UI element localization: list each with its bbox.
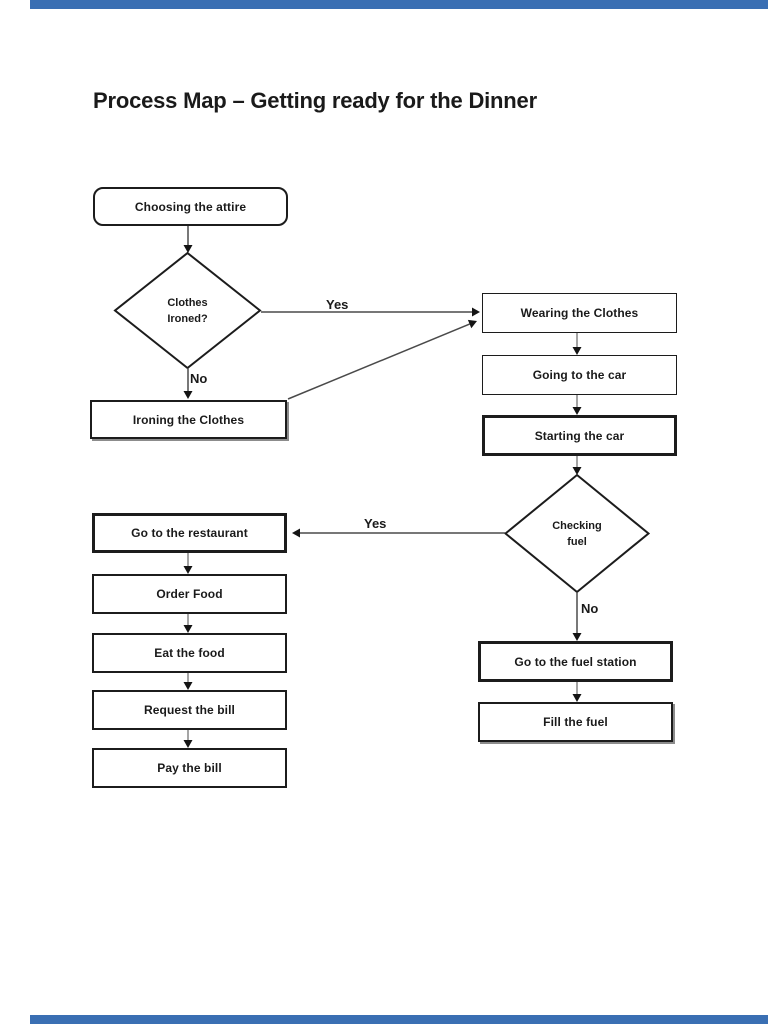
node-label: Request the bill <box>144 703 235 717</box>
edge-label-ironed-yes: Yes <box>326 297 349 312</box>
edge-going-to-starting-arrowhead <box>572 407 582 415</box>
edge-fuel-yes-arrowhead <box>292 528 300 538</box>
page-title: Process Map – Getting ready for the Dinn… <box>93 88 537 113</box>
node-wearing-the-clothes: Wearing the Clothes <box>482 293 677 333</box>
node-label: Order Food <box>156 587 223 601</box>
edge-label-fuel-no: No <box>581 601 599 616</box>
node-label: Go to the fuel station <box>514 654 637 669</box>
edge-choosing-to-ironed-arrowhead <box>183 245 193 253</box>
node-request-the-bill: Request the bill <box>92 690 287 730</box>
node-go-to-the-restaurant: Go to the restaurant <box>92 513 287 553</box>
edge-wearing-to-going-arrowhead <box>572 347 582 355</box>
node-label: Eat the food <box>154 646 225 660</box>
node-label: Choosing the attire <box>134 199 247 214</box>
node-label: Starting the car <box>534 428 625 443</box>
node-fill-the-fuel: Fill the fuel <box>478 702 673 742</box>
node-checking-fuel-label: Checking fuel <box>520 517 634 551</box>
node-label: Going to the car <box>532 368 627 382</box>
node-label: Ironing the Clothes <box>132 412 245 427</box>
edge-starting-to-fuel-arrowhead <box>572 467 582 475</box>
edge-label-ironed-no: No <box>190 371 208 386</box>
edge-ironed-no-arrowhead <box>183 391 193 399</box>
node-choosing-the-attire: Choosing the attire <box>93 187 288 226</box>
edge-fuel-no-arrowhead <box>572 633 582 641</box>
edge-label-fuel-yes: Yes <box>364 516 387 531</box>
decision-line1: Checking <box>552 520 602 532</box>
node-go-to-the-fuel-station: Go to the fuel station <box>478 641 673 682</box>
edge-order-to-eat-arrowhead <box>183 625 193 633</box>
node-eat-the-food: Eat the food <box>92 633 287 673</box>
viewer-top-edge-bar <box>30 0 768 9</box>
edge-ironed-yes-arrowhead <box>472 307 480 317</box>
viewer-bottom-edge-bar <box>30 1015 768 1024</box>
decision-line2: fuel <box>567 536 587 548</box>
decision-line2: Ironed? <box>167 313 208 325</box>
node-label: Fill the fuel <box>543 715 608 729</box>
edge-restaurant-to-order-arrowhead <box>183 566 193 574</box>
node-order-food: Order Food <box>92 574 287 614</box>
node-label: Pay the bill <box>157 761 222 775</box>
node-clothes-ironed-label: Clothes Ironed? <box>130 294 245 328</box>
node-starting-the-car: Starting the car <box>482 415 677 456</box>
edge-ironing-to-wearing-arrowhead <box>467 319 477 329</box>
node-going-to-the-car: Going to the car <box>482 355 677 395</box>
edge-ironing-to-wearing <box>287 323 470 400</box>
node-ironing-the-clothes: Ironing the Clothes <box>90 400 287 439</box>
node-pay-the-bill: Pay the bill <box>92 748 287 788</box>
node-label: Go to the restaurant <box>131 526 248 540</box>
edge-request-to-pay-arrowhead <box>183 740 193 748</box>
decision-line1: Clothes <box>167 297 208 309</box>
node-label: Wearing the Clothes <box>520 306 639 320</box>
edge-eat-to-request-arrowhead <box>183 682 193 690</box>
edge-station-to-fill-arrowhead <box>572 694 582 702</box>
